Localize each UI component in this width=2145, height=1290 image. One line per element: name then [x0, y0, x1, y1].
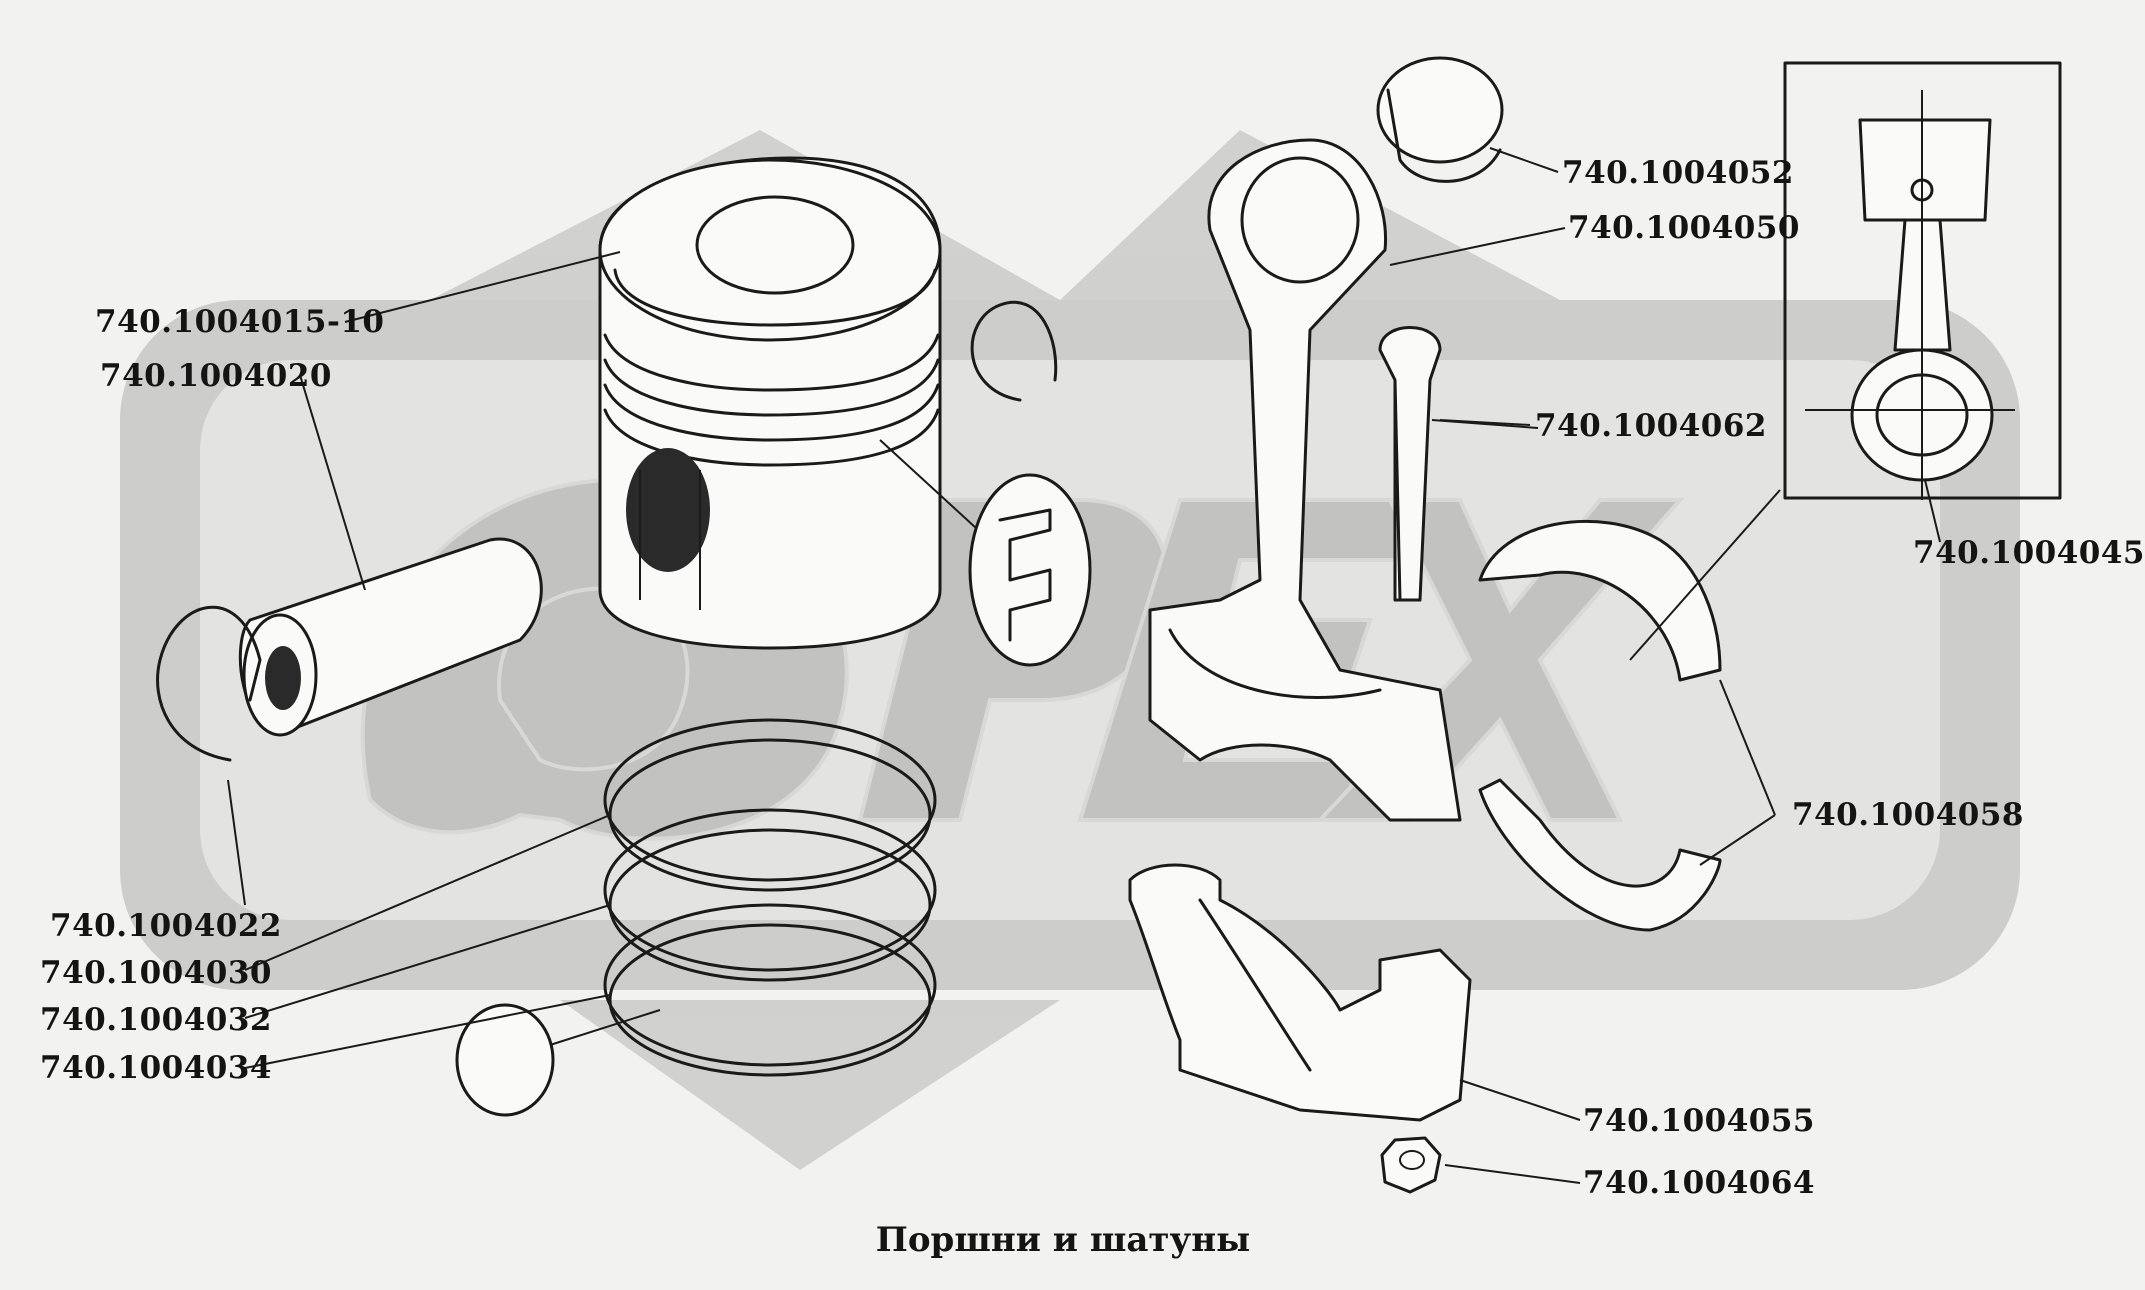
diagram-caption: Поршни и шатуны — [875, 1220, 1251, 1260]
label-piston-pin: 740.1004020 — [100, 358, 332, 394]
label-piston: 740.1004015-10 — [95, 304, 385, 340]
rod-nut-drawing — [1380, 1136, 1442, 1194]
label-rod-nut: 740.1004064 — [1583, 1165, 1815, 1201]
label-compression-ring-2: 740.1004032 — [40, 1002, 272, 1038]
label-rod-cap: 740.1004055 — [1583, 1103, 1815, 1139]
label-oil-ring: 740.1004034 — [40, 1050, 272, 1086]
bushing-drawing — [1376, 56, 1504, 183]
label-piston-rod-assembly: 740.1004045 — [1913, 535, 2145, 571]
piston-drawing — [598, 156, 1092, 667]
label-compression-ring-1: 740.1004030 — [40, 955, 272, 991]
label-connecting-rod: 740.1004050 — [1568, 210, 1800, 246]
assembly-inset-drawing — [1783, 61, 2062, 500]
label-bushing: 740.1004052 — [1562, 155, 1794, 191]
leader-lines — [227, 147, 1941, 1184]
piston-pin-drawing — [238, 537, 543, 737]
bearing-shells-drawing — [1478, 519, 1722, 932]
label-bearing-shell: 740.1004058 — [1792, 797, 2024, 833]
rod-cap-drawing — [1128, 863, 1472, 1122]
retaining-rings-drawing — [156, 301, 1058, 762]
label-rod-bolt: 740.1004062 — [1535, 408, 1767, 444]
label-retaining-ring: 740.1004022 — [50, 908, 282, 944]
